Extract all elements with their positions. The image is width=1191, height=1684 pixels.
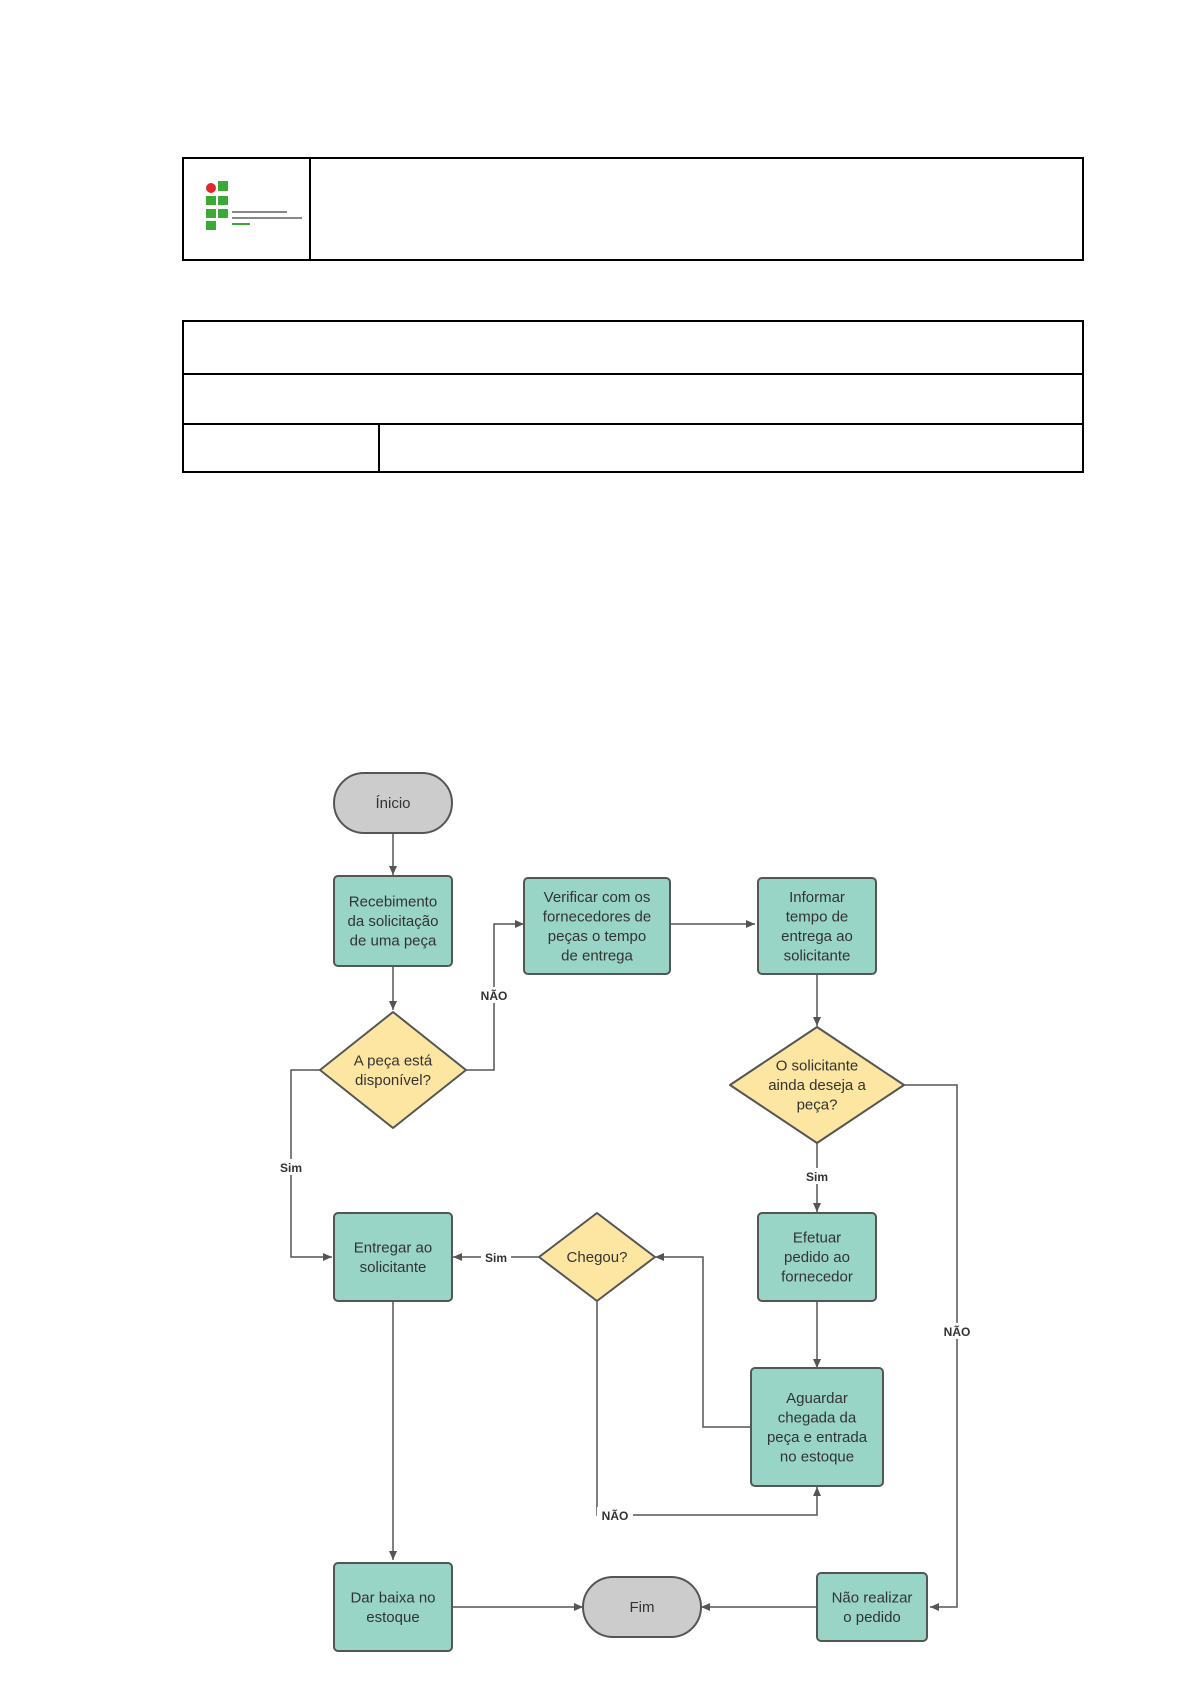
process-shape [750, 1367, 884, 1487]
edge-aguardar-chegou [655, 1253, 751, 1428]
flow-node-text: solicitante [360, 1259, 427, 1276]
flow-node-text: Informar [789, 889, 845, 906]
flow-node-recebimento: Recebimento da solicitação de uma peça [333, 875, 453, 967]
edge-label-nao: NÃO [944, 1324, 971, 1339]
process-shape [333, 1562, 453, 1652]
edge-label-nao: NÃO [602, 1508, 629, 1523]
process-shape [816, 1572, 928, 1642]
flow-node-text: ainda deseja a [768, 1077, 866, 1094]
flow-node-text: de entrega [561, 947, 633, 964]
header-info-table [182, 320, 1084, 473]
flow-node-text: no estoque [780, 1448, 854, 1465]
process-shape [757, 877, 877, 975]
institution-logo [206, 181, 302, 230]
flow-node-text: fornecedores de [543, 908, 651, 925]
flow-node-baixa: Dar baixa no estoque [333, 1562, 453, 1652]
logo-cell [184, 159, 311, 259]
flow-node-text: peça e entrada [767, 1429, 868, 1446]
terminal-shape [582, 1576, 702, 1638]
flow-node-text: Verificar com os [544, 889, 651, 906]
flow-node-text: Chegou? [567, 1249, 628, 1266]
flow-node-text: disponível? [355, 1072, 431, 1089]
header-logo-table [182, 157, 1084, 261]
flow-node-text: Ínicio [375, 795, 410, 812]
flow-node-text: A peça está [354, 1052, 433, 1069]
flow-node-verificar: Verificar com os fornecedores de peças o t… [523, 877, 671, 975]
flow-node-deseja: O solicitante ainda deseja a peça? [729, 1026, 905, 1144]
edge-label-nao: NÃO [481, 988, 508, 1003]
table-row-divider [184, 423, 1082, 425]
terminal-shape [333, 772, 453, 834]
table-column-divider [378, 423, 380, 471]
flow-node-text: o pedido [843, 1609, 901, 1626]
flow-node-text: Dar baixa no [350, 1589, 435, 1606]
flow-node-efetuar: Efetuar pedido ao fornecedor [757, 1212, 877, 1302]
flow-node-text: peça? [797, 1097, 838, 1114]
flow-node-aguardar: Aguardar chegada da peça e entrada no estoq… [750, 1367, 884, 1487]
flow-node-text: fornecedor [781, 1269, 853, 1286]
flow-node-text: Efetuar [793, 1230, 841, 1247]
process-shape [757, 1212, 877, 1302]
flow-node-disponivel: A peça está disponível? [319, 1011, 467, 1129]
process-shape [333, 875, 453, 967]
flow-node-informar: Informar tempo de entrega ao solicitante [757, 877, 877, 975]
flow-node-text: tempo de [786, 908, 849, 925]
flow-node-text: chegada da [778, 1409, 857, 1426]
flow-node-text: Aguardar [786, 1390, 848, 1407]
edge-deseja-naorealizar [903, 1084, 958, 1611]
decision-shape [319, 1011, 467, 1129]
flow-node-text: O solicitante [776, 1058, 859, 1075]
flow-node-entregar: Entregar ao solicitante [333, 1212, 453, 1302]
table-row-divider [184, 373, 1082, 375]
flow-node-text: da solicitação [348, 913, 439, 930]
flow-node-text: Recebimento [349, 894, 437, 911]
process-shape [523, 877, 671, 975]
flow-node-inicio: Ínicio [333, 772, 453, 834]
edge-label-sim: Sim [485, 1251, 507, 1265]
flow-node-text: Fim [630, 1599, 655, 1616]
flow-node-text: Não realizar [832, 1589, 913, 1606]
edge-label-sim: Sim [280, 1161, 302, 1175]
flow-node-text: Entregar ao [354, 1239, 432, 1256]
flow-node-fim: Fim [582, 1576, 702, 1638]
edge-chegou-aguardar [596, 1301, 821, 1516]
flow-node-text: solicitante [784, 947, 851, 964]
flow-node-text: peças o tempo [548, 928, 646, 945]
decision-shape [729, 1026, 905, 1144]
flow-node-text: estoque [366, 1609, 419, 1626]
flow-node-text: entrega ao [781, 928, 853, 945]
flow-node-text: de uma peça [350, 933, 437, 950]
flow-node-text: pedido ao [784, 1249, 850, 1266]
edge-label-sim: Sim [806, 1170, 828, 1184]
decision-shape [538, 1212, 656, 1302]
process-shape [333, 1212, 453, 1302]
logo-red-dot [206, 183, 216, 193]
flow-node-chegou: Chegou? [538, 1212, 656, 1302]
flow-node-nao-realizar: Não realizar o pedido [816, 1572, 928, 1642]
